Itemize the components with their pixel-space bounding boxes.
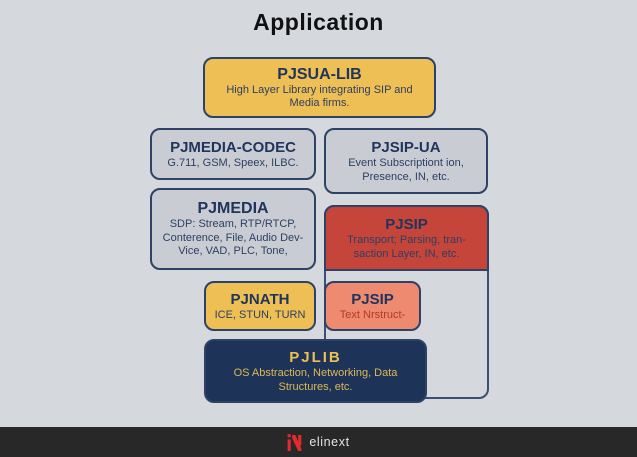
brand-wordmark: elinext <box>309 435 350 449</box>
pjsua-lib-box: PJSUA-LIB High Layer Library integrating… <box>203 57 436 118</box>
pjnath-desc-line: ICE, STUN, TURN <box>214 308 306 321</box>
pjlib-box: PJLIB OS Abstraction, Networking, Data S… <box>204 339 427 403</box>
pjsua-lib-desc-line: Media firms. <box>289 97 350 109</box>
pjmedia-codec-box: PJMEDIA-CODEC G.711, GSM, Speex, ILBC. <box>150 128 316 180</box>
pjsua-lib-desc-line: High Layer Library integrating SIP and <box>226 83 413 96</box>
pjmedia-codec-desc-line: G.711, GSM, Speex, ILBC. <box>167 156 299 169</box>
pjmedia-box: PJMEDIA SDP: Stream, RTP/RTCP, Conterenc… <box>150 188 316 270</box>
pjmedia-desc-line: Conterence, File, Audio Dev- <box>162 231 304 244</box>
elinext-logo-icon <box>287 433 302 451</box>
pjsip-main-desc-line: saction Layer, IN, etc. <box>353 247 460 260</box>
page-title: Application <box>253 9 384 35</box>
pjsip-ua-box: PJSIP-UA Event Subscriptiont ion, Presen… <box>324 128 488 194</box>
footer-bar: elinext <box>0 427 637 457</box>
pjnath-box: PJNATH ICE, STUN, TURN <box>204 281 316 331</box>
pjsip-ua-desc-line: Presence, IN, etc. <box>362 170 450 183</box>
pjsip-main-box: PJSIP Transport; Parsing, tran- saction … <box>324 205 489 271</box>
pjsip-main-desc-line: Transport; Parsing, tran- <box>347 234 466 246</box>
pjsip-ua-desc-line: Event Subscriptiont ion, <box>348 157 464 169</box>
pjlib-desc-line: Structures, etc. <box>278 380 353 393</box>
pjmedia-desc-line: Vice, VAD, PLC, Tone, <box>178 245 288 258</box>
pjnath-title: PJNATH <box>230 290 290 308</box>
pjsip-struct-box: PJSIP Text Nrstruct- <box>324 281 421 331</box>
pjmedia-title: PJMEDIA <box>197 200 269 218</box>
pjlib-desc-line: OS Abstraction, Networking, Data <box>233 367 398 379</box>
pjsip-struct-desc-line: Text Nrstruct- <box>339 308 406 321</box>
pjsua-lib-title: PJSUA-LIB <box>277 65 362 83</box>
pjsip-ua-title: PJSIP-UA <box>371 139 441 156</box>
pjsip-struct-title: PJSIP <box>351 290 394 308</box>
pjmedia-desc-line: SDP: Stream, RTP/RTCP, <box>169 218 297 231</box>
pjlib-title: PJLIB <box>289 349 342 366</box>
pjmedia-codec-title: PJMEDIA-CODEC <box>170 138 296 156</box>
pjsip-main-title: PJSIP <box>385 216 428 233</box>
